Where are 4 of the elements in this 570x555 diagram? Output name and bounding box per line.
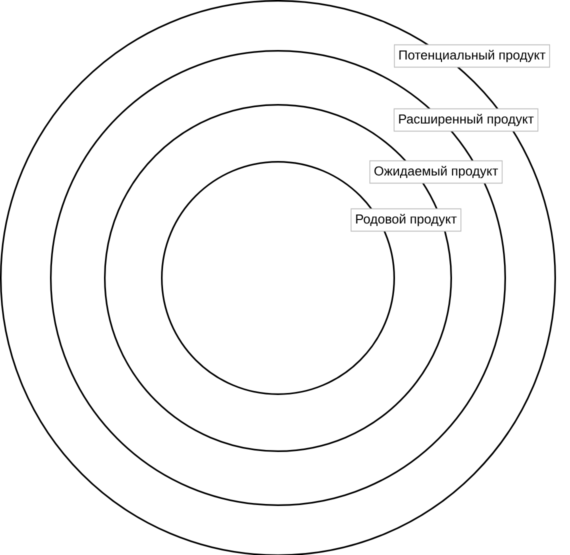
label-box: Родовой продукт <box>350 208 462 232</box>
label-box: Расширенный продукт <box>394 108 538 132</box>
label-box: Потенциальный продукт <box>394 44 550 68</box>
label-box: Ожидаемый продукт <box>369 160 503 184</box>
